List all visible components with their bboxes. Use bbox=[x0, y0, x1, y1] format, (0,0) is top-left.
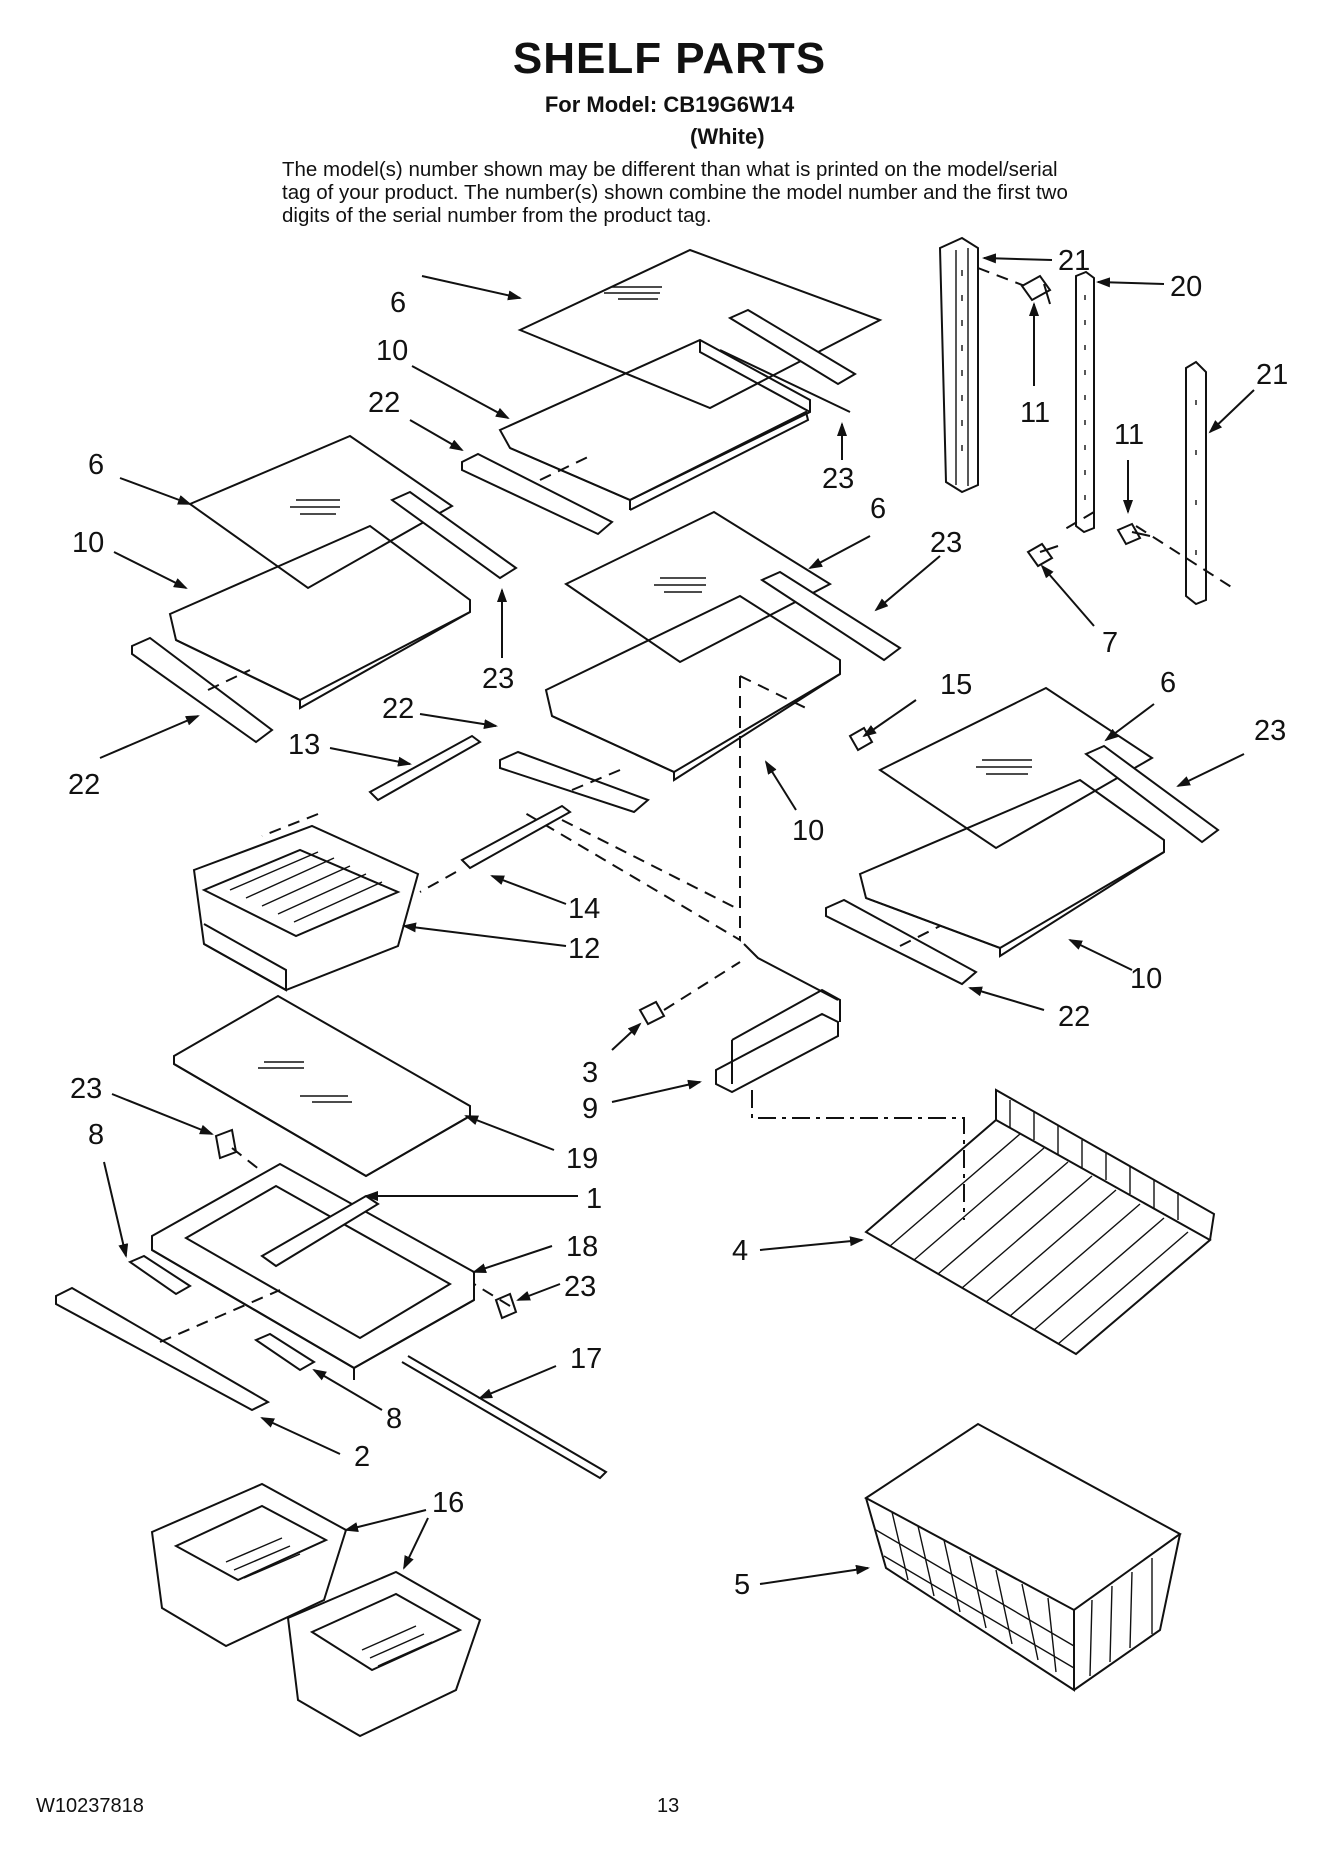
trim-23-center bbox=[759, 570, 902, 662]
shelf-rail-21-right bbox=[1185, 360, 1207, 606]
trim-23-top bbox=[727, 308, 857, 386]
callout-8-right: 8 bbox=[386, 1403, 402, 1435]
callout-11-top: 11 bbox=[1020, 397, 1050, 429]
callout-18: 18 bbox=[566, 1231, 598, 1263]
callout-23-crisper-left: 23 bbox=[70, 1073, 102, 1105]
callout-10-right: 10 bbox=[1130, 963, 1162, 995]
trim-22-left bbox=[131, 636, 274, 744]
callout-7: 7 bbox=[1102, 627, 1118, 659]
callout-10-top: 10 bbox=[376, 335, 408, 367]
trim-2 bbox=[55, 1286, 271, 1412]
shelf-frame-10-top bbox=[498, 338, 851, 511]
callout-22-left: 22 bbox=[68, 769, 100, 801]
callout-3: 3 bbox=[582, 1057, 598, 1089]
callout-21-right: 21 bbox=[1256, 359, 1288, 391]
callout-8-left: 8 bbox=[88, 1119, 104, 1151]
callout-17: 17 bbox=[570, 1343, 602, 1375]
screw-11-right bbox=[1116, 522, 1151, 546]
callout-23-left: 23 bbox=[482, 663, 514, 695]
glass-shelf-6-left bbox=[187, 434, 454, 590]
callout-23-right: 23 bbox=[1254, 715, 1286, 747]
callout-1: 1 bbox=[586, 1183, 602, 1215]
callout-15: 15 bbox=[940, 669, 972, 701]
model-note: The model(s) number shown may be differe… bbox=[282, 158, 1068, 227]
callout-22-center: 22 bbox=[382, 693, 414, 725]
callout-16: 16 bbox=[432, 1487, 464, 1519]
clip-23-right bbox=[494, 1292, 518, 1320]
screw-3 bbox=[638, 1000, 666, 1026]
clip-23-left bbox=[214, 1128, 238, 1160]
wire-basket-5 bbox=[864, 1422, 1182, 1692]
bracket-8-left bbox=[127, 1254, 192, 1296]
glass-shelf-6-center bbox=[564, 510, 833, 664]
crisper-cover-1 bbox=[260, 1194, 380, 1268]
shelf-frame-10-right bbox=[858, 778, 1165, 958]
callout-6-center: 6 bbox=[870, 493, 886, 525]
slide-13 bbox=[368, 734, 482, 802]
callout-14: 14 bbox=[568, 893, 600, 925]
glass-shelf-6-top bbox=[517, 248, 883, 410]
callout-22-right: 22 bbox=[1058, 1001, 1090, 1033]
screw-11-top bbox=[1020, 274, 1052, 305]
trim-23-right bbox=[1084, 744, 1220, 844]
callout-10-left: 10 bbox=[72, 527, 104, 559]
screw-7 bbox=[1026, 542, 1059, 568]
callout-11-right: 11 bbox=[1114, 419, 1144, 451]
shelf-frame-10-left bbox=[168, 524, 471, 710]
trim-22-right bbox=[825, 898, 978, 986]
callout-22-top: 22 bbox=[368, 387, 400, 419]
trim-22-top bbox=[461, 452, 614, 536]
pan-12 bbox=[192, 824, 420, 992]
shelf-rail-21-left bbox=[938, 236, 979, 494]
callout-23-center: 23 bbox=[930, 527, 962, 559]
callout-labels: 21 20 11 21 11 7 6 10 22 23 6 10 23 22 6… bbox=[68, 245, 1288, 1601]
callout-arrows bbox=[99, 253, 1255, 1585]
callout-6-right: 6 bbox=[1160, 667, 1176, 699]
callout-6-top: 6 bbox=[390, 287, 406, 319]
slide-14 bbox=[460, 804, 572, 870]
callout-2: 2 bbox=[354, 1441, 370, 1473]
page-title: SHELF PARTS bbox=[512, 34, 827, 83]
callout-19: 19 bbox=[566, 1143, 598, 1175]
wire-shelf-4 bbox=[864, 1088, 1216, 1356]
callout-12: 12 bbox=[568, 933, 600, 965]
bin-9 bbox=[715, 943, 841, 1094]
screw-15 bbox=[848, 726, 874, 752]
glass-shelf-6-right bbox=[878, 686, 1154, 850]
callout-23-top: 23 bbox=[822, 463, 854, 495]
shelf-rail-20 bbox=[1075, 270, 1095, 534]
shelf-frame-10-center bbox=[544, 594, 841, 782]
rod-17 bbox=[401, 1355, 608, 1480]
callout-13: 13 bbox=[288, 729, 320, 761]
callout-9: 9 bbox=[582, 1093, 598, 1125]
trim-22-center bbox=[499, 750, 650, 814]
callout-5: 5 bbox=[734, 1569, 750, 1601]
callout-6-left: 6 bbox=[88, 449, 104, 481]
bracket-8-right bbox=[253, 1332, 316, 1372]
trim-23-left bbox=[390, 490, 518, 580]
callout-20: 20 bbox=[1170, 271, 1202, 303]
callout-4: 4 bbox=[732, 1235, 748, 1267]
callout-10-center: 10 bbox=[792, 815, 824, 847]
crisper-frame-18 bbox=[151, 1162, 475, 1380]
document-number: W10237818 bbox=[36, 1795, 144, 1817]
page-number: 13 bbox=[657, 1795, 680, 1817]
model-line: For Model: CB19G6W14 bbox=[544, 92, 795, 117]
color-line: (White) bbox=[690, 124, 765, 149]
drawer-16-left bbox=[150, 1482, 348, 1648]
callout-23-crisper-right: 23 bbox=[564, 1271, 596, 1303]
drawer-16-right bbox=[286, 1570, 482, 1738]
callout-21-top: 21 bbox=[1058, 245, 1090, 277]
